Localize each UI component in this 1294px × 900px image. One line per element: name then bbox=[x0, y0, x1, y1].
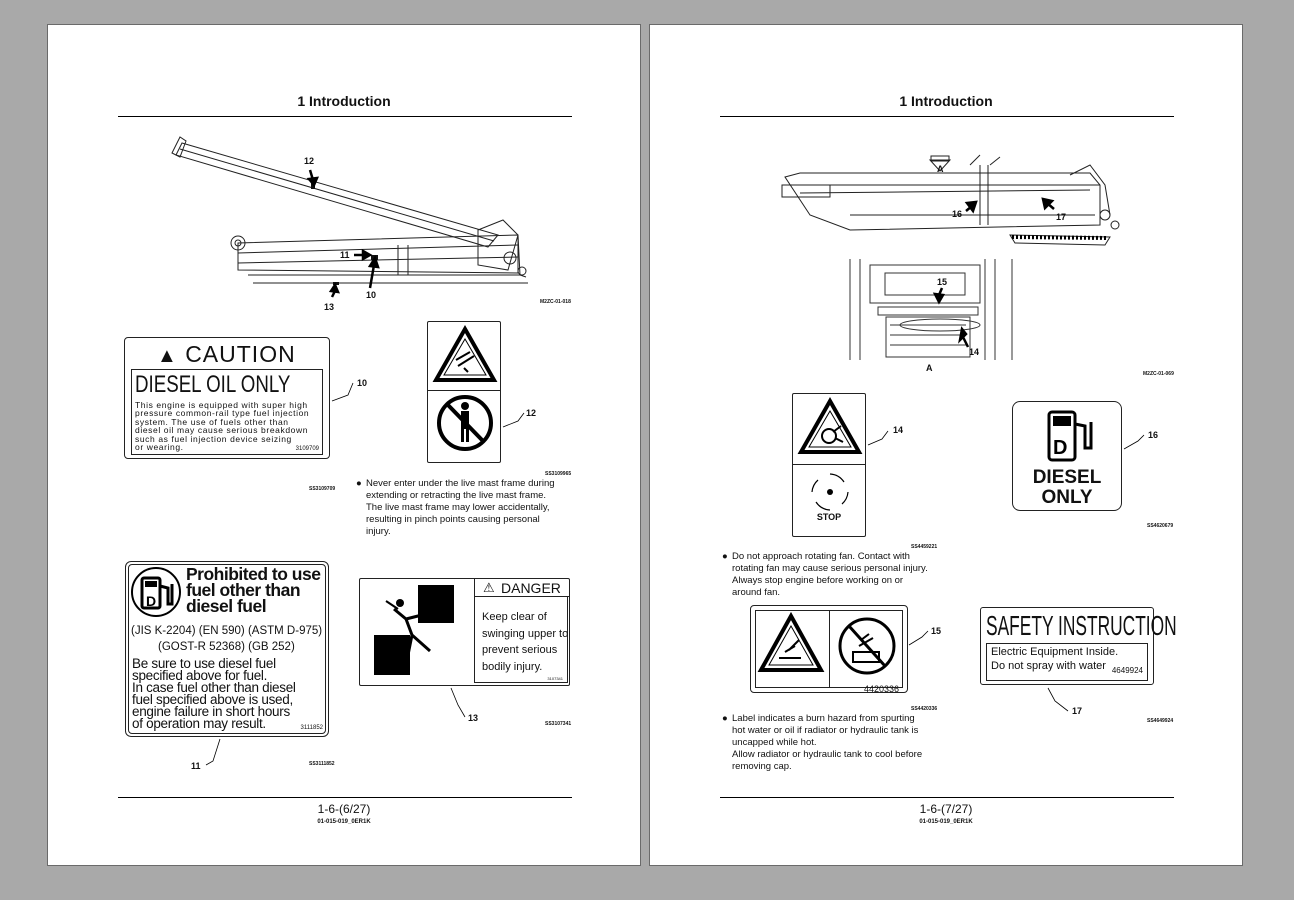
fuel-label-body: Be sure to use diesel fuel specified abo… bbox=[132, 656, 296, 731]
svg-text:D: D bbox=[146, 593, 156, 609]
page-header: 1 Introduction bbox=[297, 93, 391, 109]
right-page: 1 Introduction bbox=[649, 24, 1243, 866]
leader-line-12 bbox=[502, 412, 525, 428]
caution-title: CAUTION bbox=[185, 341, 296, 367]
callout-15-label: 15 bbox=[931, 626, 942, 636]
fuel-standards-line2: (GOST-R 52368) (GB 252) bbox=[158, 641, 295, 653]
svg-text:D: D bbox=[1053, 437, 1067, 459]
burn-hazard-icon bbox=[757, 611, 825, 672]
fuel-label-code: SS3111852 bbox=[309, 761, 335, 767]
callout-16: 16 bbox=[952, 209, 963, 219]
callout-11-label: 11 bbox=[191, 761, 201, 771]
fuel-label-part-no: 3111852 bbox=[300, 725, 323, 731]
callout-13-label: 13 bbox=[468, 713, 479, 723]
safety-part-no: 4649924 bbox=[1111, 666, 1143, 675]
diesel-label-code: SS4620679 bbox=[1147, 523, 1174, 529]
diesel-only-text: DIESEL ONLY bbox=[1032, 467, 1102, 508]
left-page: 1 Introduction bbox=[47, 24, 641, 866]
fan-hazard-icon bbox=[797, 396, 863, 454]
fan-rotation-icon bbox=[811, 473, 849, 511]
label14-code: SS4459221 bbox=[911, 544, 938, 550]
danger-text: Keep clear of swinging upper to prevent … bbox=[482, 611, 569, 673]
fuel-prohibited-label: D Prohibited to use fuel other than dies… bbox=[125, 561, 329, 737]
figure-code: M2ZC-01-018 bbox=[540, 299, 571, 305]
mast-hazard-label bbox=[427, 321, 501, 463]
safety-instruction-title: SAFETY INSTRUCTION bbox=[986, 610, 1177, 641]
callout-12-label: 12 bbox=[526, 408, 537, 418]
figure-code: M2ZC-01-069 bbox=[1143, 371, 1174, 377]
leader-line-15 bbox=[908, 630, 929, 646]
caution-inner-box: DIESEL OIL ONLY This engine is equipped … bbox=[131, 369, 323, 455]
caution-text: This engine is equipped with super high … bbox=[135, 400, 310, 453]
callout-13: 13 bbox=[324, 302, 335, 312]
callout-10-label: 10 bbox=[357, 378, 368, 388]
no-open-cap-icon bbox=[838, 617, 896, 675]
caution-diesel-label: ▲ CAUTION DIESEL OIL ONLY This engine is… bbox=[124, 337, 330, 459]
danger-part-no: 3107341 bbox=[547, 676, 563, 681]
danger-label-code: SS3107341 bbox=[545, 721, 572, 727]
leader-line-14 bbox=[867, 430, 889, 446]
callout-17: 17 bbox=[1056, 212, 1067, 222]
safety-instruction-label: SAFETY INSTRUCTION Electric Equipment In… bbox=[980, 607, 1177, 685]
burn-warning-bullet: ● Label indicates a burn hazard from spu… bbox=[722, 713, 923, 772]
crush-hazard-icon bbox=[432, 324, 498, 382]
warning-triangle-icon: ▲ bbox=[157, 345, 178, 367]
view-a-marker: A bbox=[937, 164, 944, 174]
caution-part-no: 3109709 bbox=[295, 446, 319, 452]
diesel-only-label: D DIESEL ONLY bbox=[1012, 401, 1122, 511]
fuel-label-title: Prohibited to use fuel other than diesel… bbox=[186, 564, 321, 616]
danger-title: DANGER bbox=[501, 580, 561, 596]
safety-label-code: SS4649924 bbox=[1147, 718, 1174, 724]
leader-line-17 bbox=[1047, 687, 1069, 712]
callout-14: 14 bbox=[969, 347, 980, 357]
leader-line-13 bbox=[450, 687, 466, 718]
fuel-standards-line1: (JIS K-2204) (EN 590) (ASTM D-975) bbox=[131, 625, 323, 637]
callout-11: 11 bbox=[340, 250, 350, 260]
rotating-fan-label: STOP bbox=[792, 393, 866, 537]
callout-10: 10 bbox=[366, 290, 377, 300]
leader-line-16 bbox=[1123, 434, 1145, 450]
doc-code: 01-015-019_0ER1K bbox=[317, 819, 371, 825]
label12-code: SS3109965 bbox=[545, 471, 572, 477]
header-rule bbox=[118, 116, 572, 117]
swing-crush-icon bbox=[374, 585, 454, 675]
fan-warning-bullet: ● Do not approach rotating fan. Contact … bbox=[722, 551, 928, 598]
footer-rule bbox=[720, 797, 1174, 798]
burn-label-part-no: 4420336 bbox=[863, 684, 899, 694]
no-entry-person-icon bbox=[437, 395, 493, 451]
callout-16-label: 16 bbox=[1148, 430, 1159, 440]
footer-rule bbox=[118, 797, 572, 798]
view-a-label: A bbox=[926, 363, 933, 373]
header-rule bbox=[720, 116, 1174, 117]
callout-17-label: 17 bbox=[1072, 706, 1083, 716]
diesel-oil-only-heading: DIESEL OIL ONLY bbox=[135, 371, 291, 398]
callout-12: 12 bbox=[304, 156, 315, 166]
doc-code: 01-015-019_0ER1K bbox=[919, 819, 973, 825]
leader-line-11 bbox=[205, 738, 221, 766]
machine-side-drawing bbox=[781, 154, 1120, 360]
crane-boom-drawing bbox=[171, 136, 528, 298]
page-number: 1-6-(6/27) bbox=[317, 802, 371, 816]
fuel-pump-icon: D bbox=[131, 567, 181, 617]
label15-code: SS4420336 bbox=[911, 706, 938, 712]
safety-line1: Electric Equipment Inside. bbox=[991, 646, 1119, 658]
page-header: 1 Introduction bbox=[899, 93, 993, 109]
page-number: 1-6-(7/27) bbox=[919, 802, 973, 816]
danger-triangle-icon: ⚠ bbox=[483, 580, 495, 595]
caution-label-code: SS3109709 bbox=[309, 486, 336, 492]
stop-text: STOP bbox=[816, 512, 842, 522]
callout-15: 15 bbox=[937, 277, 948, 287]
mast-warning-bullet: ● Never enter under the live mast frame … bbox=[356, 478, 555, 537]
callout-14-label: 14 bbox=[893, 425, 904, 435]
leader-line-10 bbox=[331, 382, 354, 402]
safety-line2: Do not spray with water bbox=[991, 660, 1106, 672]
diesel-pump-icon: D bbox=[1047, 410, 1093, 462]
burn-hazard-label: 4420336 bbox=[750, 605, 908, 694]
danger-swing-label: ⚠ DANGER Keep clear of swinging upper to… bbox=[359, 578, 570, 686]
